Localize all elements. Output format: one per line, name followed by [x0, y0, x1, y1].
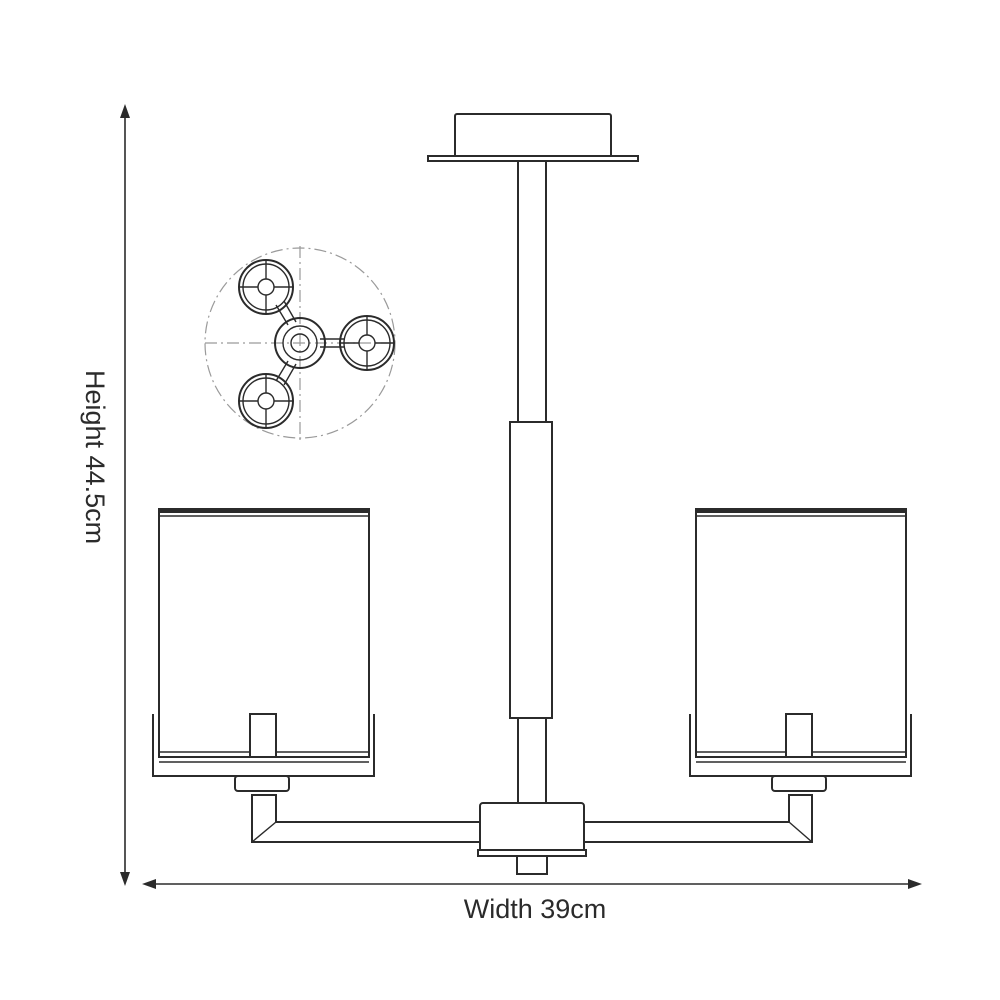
- plan-hub: [274, 317, 326, 369]
- arm-right: [584, 794, 813, 843]
- height-dimension: Height 44.5cm: [80, 104, 130, 886]
- width-dimension: Width 39cm: [142, 879, 922, 924]
- elevation-view: [152, 113, 912, 875]
- width-arrow-left: [142, 879, 156, 889]
- drop-rod: [517, 161, 547, 804]
- lamp-holder-left: [234, 775, 290, 792]
- arm-left: [251, 794, 480, 843]
- plan-shade-right: [339, 315, 395, 371]
- plan-shade-lower: [238, 373, 294, 429]
- height-arrow-top: [120, 104, 130, 118]
- height-label: Height 44.5cm: [80, 370, 110, 544]
- height-arrow-bottom: [120, 872, 130, 886]
- shade-right: [689, 508, 912, 777]
- centre-hub: [477, 802, 587, 875]
- ceiling-plate: [427, 113, 639, 162]
- width-label: Width 39cm: [464, 894, 607, 924]
- rod-sleeve: [509, 421, 553, 719]
- lamp-holder-right: [771, 775, 827, 792]
- shade-left: [152, 508, 375, 777]
- width-arrow-right: [908, 879, 922, 889]
- plan-shade-upper: [238, 259, 294, 315]
- plan-view: [204, 246, 396, 440]
